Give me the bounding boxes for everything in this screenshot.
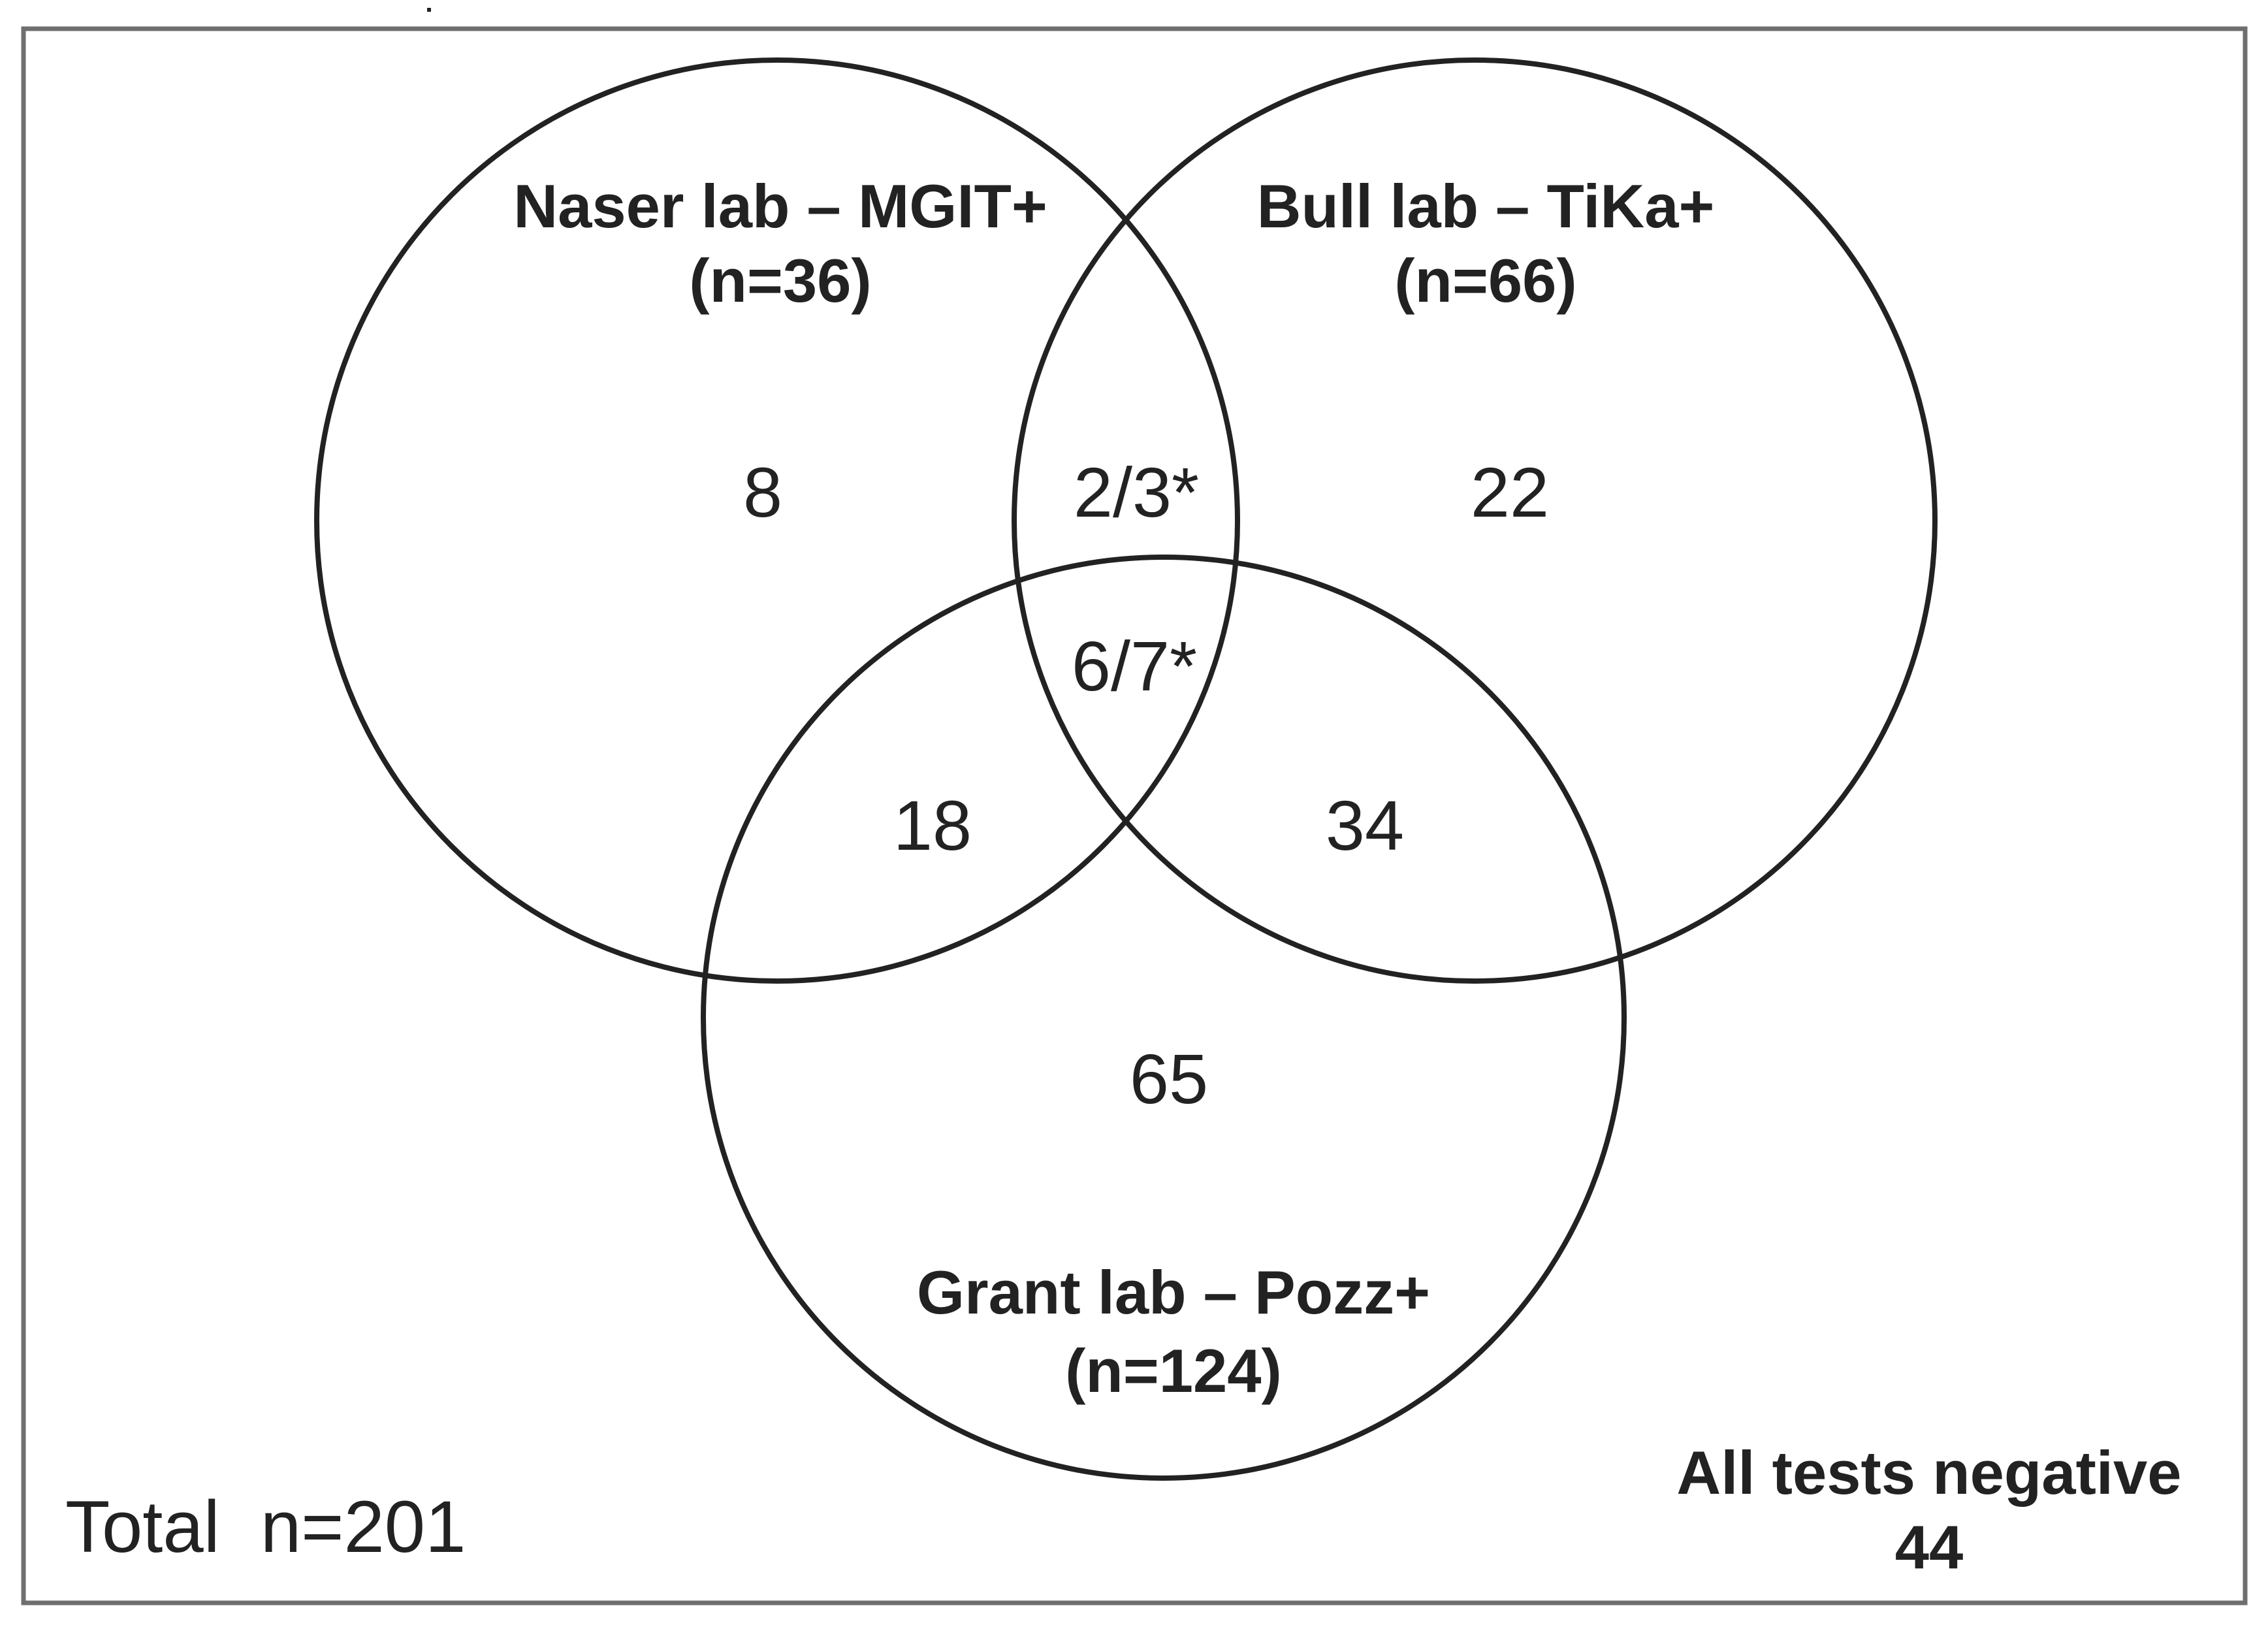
negative-label: All tests negative [1676,1438,2181,1507]
region-bull-only: 22 [1471,453,1549,532]
region-naser-bull: 2/3* [1074,453,1199,532]
total-count: Total n=201 [65,1486,466,1568]
naser-set-count: (n=36) [689,246,871,315]
region-naser-grant: 18 [893,786,972,865]
grant-set-count: (n=124) [1065,1336,1282,1405]
circle-naser [314,57,1240,984]
region-grant-only: 65 [1130,1039,1208,1118]
circle-grant [701,555,1627,1481]
negative-count: 44 [1895,1513,1964,1581]
circle-bull [1012,57,1938,984]
stray-mark [427,8,431,12]
grant-set-title: Grant lab – Pozz+ [917,1258,1430,1327]
bull-set-count: (n=66) [1394,246,1576,315]
naser-set-title: Naser lab – MGIT+ [513,172,1047,240]
region-bull-grant: 34 [1326,786,1404,865]
region-naser-only: 8 [743,453,782,532]
bull-set-title: Bull lab – TiKa+ [1257,172,1715,240]
region-all-three: 6/7* [1072,626,1197,705]
diagram-frame [21,26,2248,1605]
